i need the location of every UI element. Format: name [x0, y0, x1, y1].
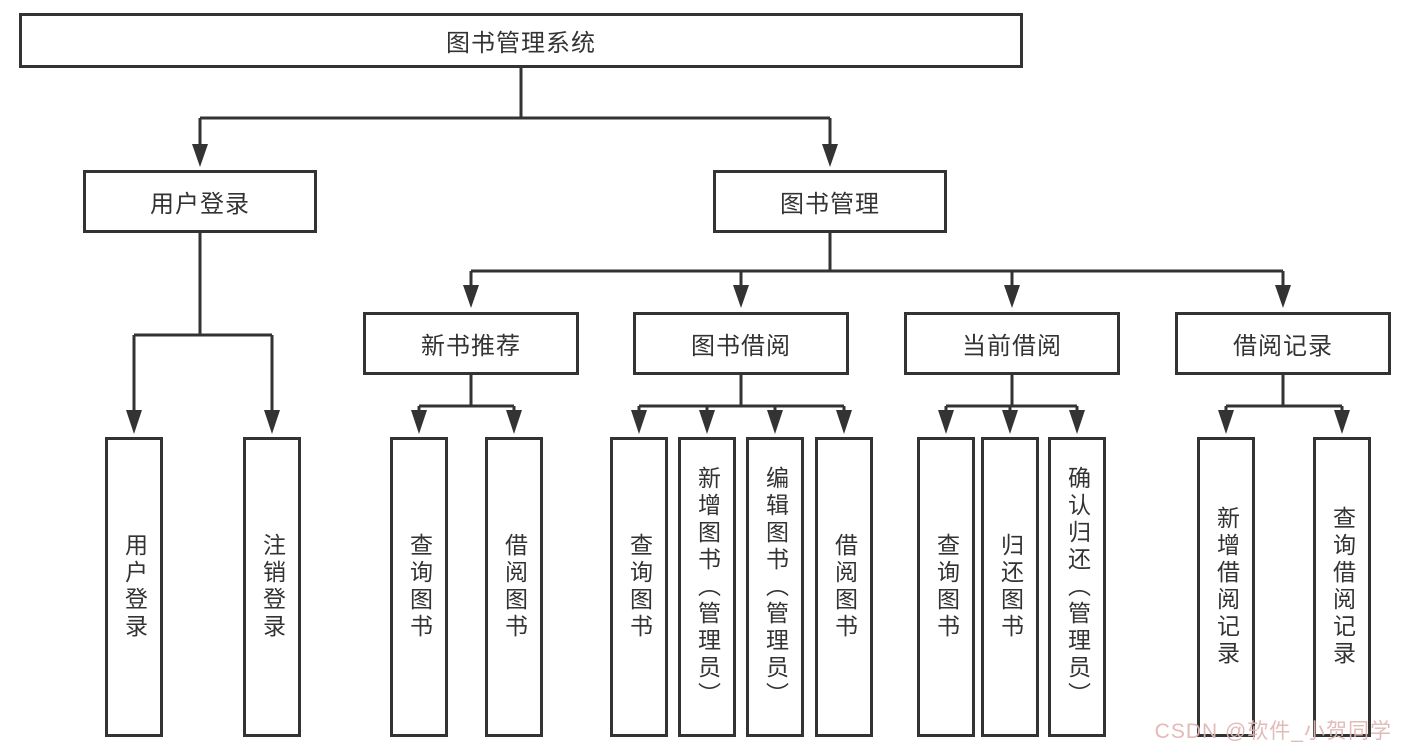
edge-root-to-level2: [192, 68, 838, 167]
arrowhead-down-icon: [264, 410, 280, 434]
arrowhead-down-icon: [822, 144, 838, 167]
edge-user-login-to-children: [126, 233, 280, 434]
node-new-book-recommend: 新书推荐: [363, 312, 579, 375]
arrowhead-down-icon: [699, 410, 715, 434]
arrowhead-down-icon: [463, 285, 479, 308]
edge-borrow-records-to-children: [1218, 375, 1350, 434]
leaf-borrow-books-recommend: 借阅图书: [485, 437, 543, 737]
edge-new-book-recommend-to-children: [411, 375, 522, 434]
arrowhead-down-icon: [192, 144, 208, 167]
arrowhead-down-icon: [1334, 410, 1350, 434]
leaf-logout: 注销登录: [243, 437, 301, 737]
leaf-borrow-books: 借阅图书: [815, 437, 873, 737]
leaf-add-book-admin: 新增图书（管理员）: [678, 437, 736, 737]
arrowhead-down-icon: [733, 285, 749, 308]
arrowhead-down-icon: [836, 410, 852, 434]
leaf-query-borrow-record: 查询借阅记录: [1313, 437, 1371, 737]
arrowhead-down-icon: [1218, 410, 1234, 434]
leaf-edit-book-admin: 编辑图书（管理员）: [746, 437, 804, 737]
arrowhead-down-icon: [506, 410, 522, 434]
arrowhead-down-icon: [767, 410, 783, 434]
leaf-query-books-borrow: 查询图书: [610, 437, 668, 737]
arrowhead-down-icon: [1002, 410, 1018, 434]
arrowhead-down-icon: [631, 410, 647, 434]
watermark: CSDN @软件_小贺同学: [1154, 720, 1392, 743]
node-user-login: 用户登录: [83, 170, 317, 233]
leaf-query-books-current: 查询图书: [917, 437, 975, 737]
node-book-borrow: 图书借阅: [633, 312, 849, 375]
node-borrow-records: 借阅记录: [1175, 312, 1391, 375]
leaf-user-login: 用户登录: [105, 437, 163, 737]
leaf-return-book: 归还图书: [981, 437, 1039, 737]
arrowhead-down-icon: [938, 410, 954, 434]
node-current-borrow: 当前借阅: [904, 312, 1120, 375]
arrowhead-down-icon: [1275, 285, 1291, 308]
edge-current-borrow-to-children: [938, 375, 1085, 434]
node-root: 图书管理系统: [19, 13, 1023, 68]
arrowhead-down-icon: [1004, 285, 1020, 308]
leaf-query-books-recommend: 查询图书: [390, 437, 448, 737]
leaf-confirm-return-admin: 确认归还（管理员）: [1048, 437, 1106, 737]
leaf-add-borrow-record: 新增借阅记录: [1197, 437, 1255, 737]
arrowhead-down-icon: [411, 410, 427, 434]
edge-book-management-to-level3: [463, 233, 1291, 308]
arrowhead-down-icon: [1069, 410, 1085, 434]
arrowhead-down-icon: [126, 410, 142, 434]
edge-book-borrow-to-children: [631, 375, 852, 434]
node-book-management: 图书管理: [713, 170, 947, 233]
